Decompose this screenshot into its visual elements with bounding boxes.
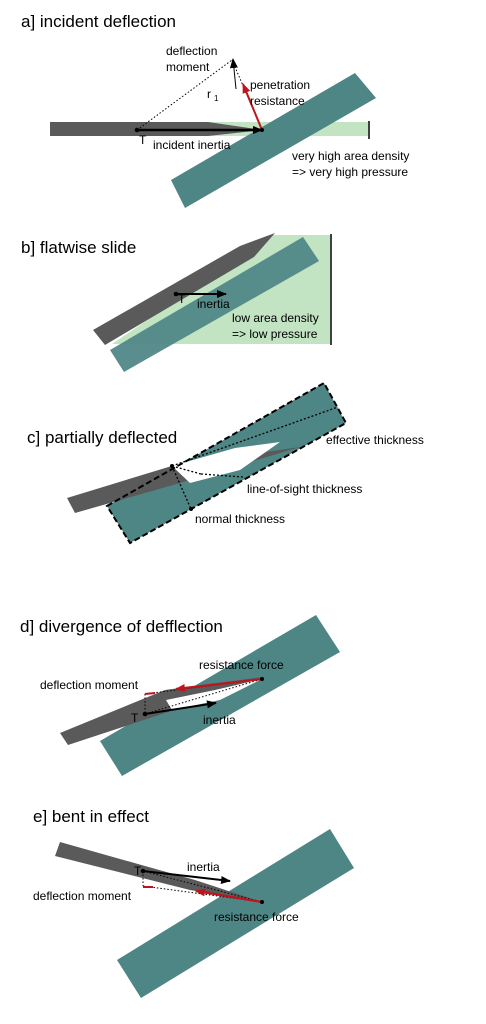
resistance-force-label: resistance force: [199, 658, 284, 672]
lever-arm-line: [136, 59, 233, 131]
inertia-label: inertia: [203, 713, 236, 727]
normal-thickness-label: normal thickness: [195, 512, 285, 526]
lever-arm-subscript: 1: [214, 94, 219, 103]
inertia-arrow: [142, 870, 231, 884]
contact-point: [260, 677, 264, 681]
armor-plate: [117, 829, 354, 998]
penetration-resistance-label-2: resistance: [250, 94, 305, 108]
deflection-moment-stub: [144, 692, 156, 695]
center-of-mass-label: T: [178, 292, 186, 306]
center-to-contact-line: [144, 678, 263, 715]
panel-c-title: c] partially deflected: [27, 428, 177, 447]
panel-b: b] flatwise slide T inertia low area den…: [21, 233, 332, 372]
armor-plate: [110, 237, 319, 372]
inertia-label: inertia: [197, 297, 230, 311]
area-density-note-1: low area density: [232, 311, 319, 325]
armor-plate: [171, 73, 376, 208]
deflection-moment-label-2: moment: [166, 60, 210, 74]
projectile: [93, 233, 275, 345]
inertia-label: inertia: [187, 860, 220, 874]
center-of-mass-label: T: [134, 864, 142, 878]
center-of-mass-dot: [173, 291, 179, 297]
center-of-mass-label: T: [131, 711, 139, 725]
panel-a: a] incident deflection deflection moment…: [21, 12, 409, 208]
line-of-sight-thickness-label: line-of-sight thickness: [247, 482, 362, 496]
center-of-mass-label: T: [139, 133, 147, 147]
panel-d-title: d] divergence of defflection: [20, 617, 223, 636]
incident-inertia-label: incident inertia: [153, 138, 231, 152]
line-of-sight-extension: [200, 473, 244, 478]
resistance-to-moment-projection: [144, 678, 263, 695]
resistance-force-arrow: [175, 677, 263, 692]
panel-e-title: e] bent in effect: [33, 807, 149, 826]
center-of-mass-dot: [140, 868, 146, 874]
panel-c: c] partially deflected effective thickne…: [27, 381, 424, 545]
normal-thickness-point: [189, 507, 193, 511]
resistance-force-label: resistance force: [214, 910, 299, 924]
contact-point: [260, 900, 264, 904]
effective-thickness-line: [171, 406, 339, 467]
panel-e: e] bent in effect T inertia deflection m…: [33, 807, 354, 998]
inertia-arrow: [144, 700, 217, 715]
area-density-note-2: => low pressure: [232, 327, 318, 341]
resistance-force-arrow: [195, 888, 263, 904]
effective-thickness-label: effective thickness: [326, 433, 424, 447]
deflection-moment-label: deflection moment: [33, 889, 132, 903]
deflection-moment-label: deflection moment: [40, 678, 139, 692]
contact-point: [260, 128, 264, 132]
area-density-note-1: very high area density: [292, 149, 409, 163]
deflection-moment-label-1: deflection: [166, 44, 217, 58]
penetration-channel: [172, 442, 280, 483]
penetration-resistance-label-1: penetration: [250, 78, 310, 92]
panel-b-title: b] flatwise slide: [21, 238, 136, 257]
center-to-contact-line: [142, 870, 263, 903]
center-of-mass-dot: [142, 711, 148, 717]
line-of-sight-thickness-line: [171, 465, 202, 475]
panel-a-title: a] incident deflection: [21, 12, 176, 31]
lever-arm-label: r: [207, 87, 211, 101]
area-density-note-2: => very high pressure: [292, 165, 408, 179]
entry-point: [170, 464, 174, 468]
panel-d: d] divergence of defflection deflection …: [20, 615, 340, 776]
penetration-channel: [166, 679, 262, 710]
plate-outline: [105, 381, 348, 545]
penetration-resistance-arrow: [242, 83, 263, 131]
deflection-moment-arrow: [229, 58, 238, 90]
